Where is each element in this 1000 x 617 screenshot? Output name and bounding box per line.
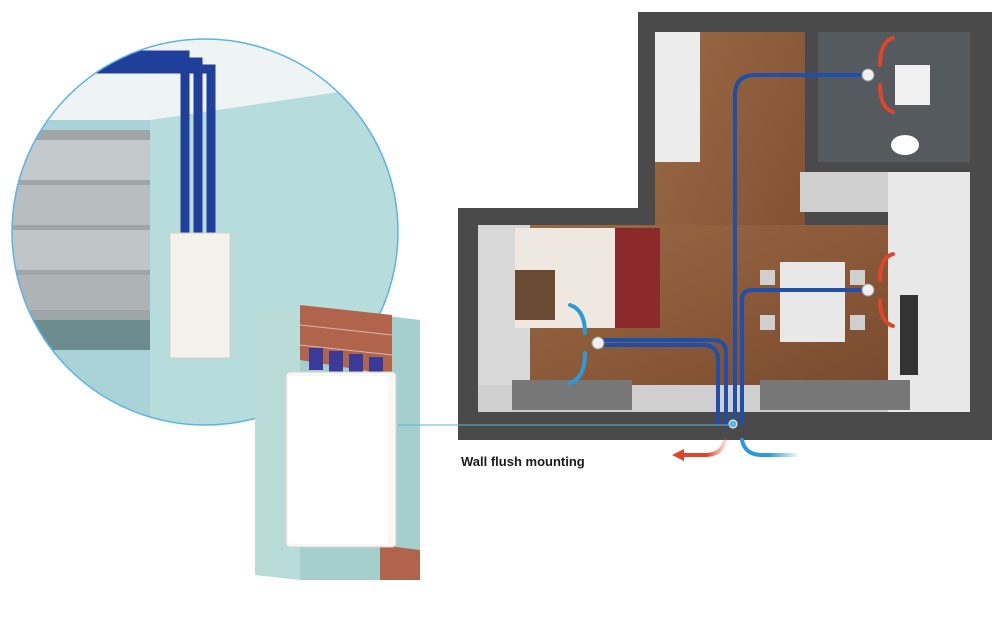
radiator-right	[760, 380, 910, 410]
outlet-point	[728, 419, 738, 429]
floor-plan	[458, 12, 992, 461]
window-blind	[12, 130, 150, 350]
wall-cutaway	[255, 305, 420, 580]
sink	[895, 65, 930, 105]
piano	[900, 295, 918, 375]
air-vents	[591, 68, 875, 350]
ventilation-unit-closeup	[169, 232, 231, 359]
caption-wall-flush-mounting: Wall flush mounting	[461, 454, 585, 469]
kitchen-counter	[888, 172, 970, 412]
radiator-left	[512, 380, 632, 410]
dining-table	[760, 262, 865, 342]
bed	[515, 228, 660, 328]
airflow-arrows	[568, 36, 895, 461]
toilet	[891, 135, 919, 155]
ventilation-ducts	[600, 73, 865, 425]
